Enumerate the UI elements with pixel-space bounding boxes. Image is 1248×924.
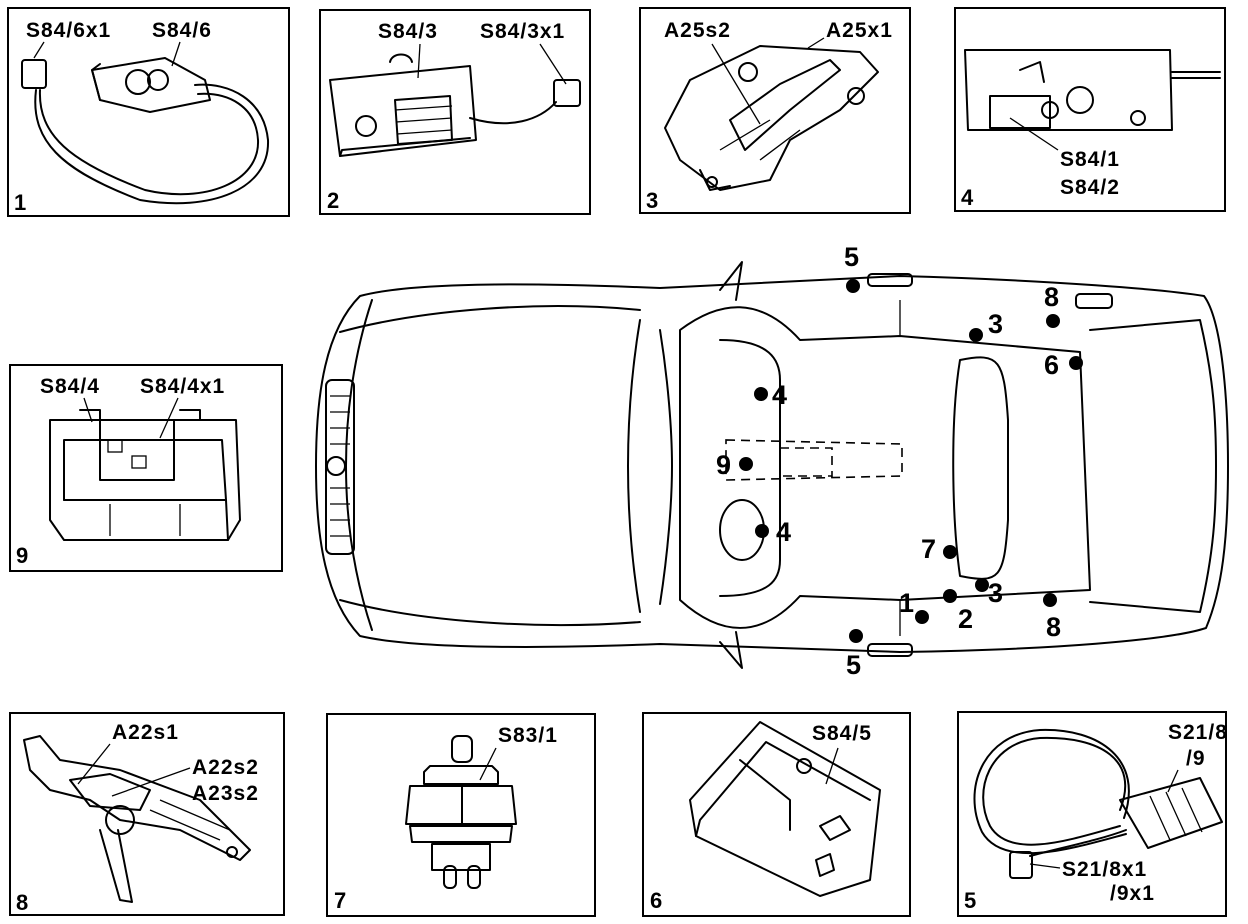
panel-5-frame bbox=[957, 711, 1227, 917]
label-s83-1: S83/1 bbox=[498, 724, 558, 747]
door-handle-right bbox=[867, 643, 913, 657]
car-body-outline bbox=[315, 275, 1229, 653]
panel-3: A25s2 A25x1 3 bbox=[639, 7, 911, 214]
location-dot-9 bbox=[739, 457, 753, 471]
location-dot-6 bbox=[1069, 356, 1083, 370]
door-handle-left bbox=[867, 273, 913, 287]
location-label-8-top: 8 bbox=[1044, 282, 1059, 312]
door-lock-mechanism-drawing bbox=[664, 37, 879, 191]
label-s84-2: S84/2 bbox=[1060, 176, 1120, 199]
location-label-8-bottom: 8 bbox=[1046, 612, 1061, 642]
label-s84-1: S84/1 bbox=[1060, 148, 1120, 171]
label-s84-5: S84/5 bbox=[812, 722, 872, 745]
label-a22s1: A22s1 bbox=[112, 721, 179, 744]
pressure-switch-drawing bbox=[405, 735, 517, 889]
panel-1: S84/6x1 S84/6 1 bbox=[7, 7, 290, 217]
car-top-view: 5 8 3 6 4 9 4 7 3 1 2 8 5 bbox=[315, 242, 1229, 680]
label-s84-4x1: S84/4x1 bbox=[140, 375, 225, 398]
panel-4-number: 4 bbox=[961, 185, 974, 210]
location-dot-8-top bbox=[1046, 314, 1060, 328]
panel-9: S84/4 S84/4x1 9 bbox=[9, 364, 283, 572]
label-s84-3: S84/3 bbox=[378, 20, 438, 43]
door-handle-switch-drawing bbox=[973, 728, 1223, 879]
panel-6-number: 6 bbox=[650, 888, 662, 913]
seat-outline-dashed bbox=[725, 439, 903, 481]
seat-switch-drawing bbox=[49, 397, 241, 541]
label-s21-8x1: S21/8x1 bbox=[1062, 858, 1147, 881]
panel-9-number: 9 bbox=[16, 543, 28, 568]
trunk-lid-switch-drawing bbox=[689, 721, 881, 897]
label-a25s2: A25s2 bbox=[664, 19, 731, 42]
panel-5: S21/8 /9 S21/8x1 /9x1 5 bbox=[957, 711, 1228, 917]
location-dot-2 bbox=[943, 589, 957, 603]
location-dot-4-bottom bbox=[755, 524, 769, 538]
location-dot-3-bottom bbox=[975, 578, 989, 592]
panel-6: S84/5 6 bbox=[642, 712, 911, 917]
panel-3-frame bbox=[639, 7, 911, 214]
rear-lock-assembly-drawing bbox=[23, 735, 251, 903]
location-label-4-top: 4 bbox=[772, 380, 787, 410]
panel-8-frame bbox=[9, 712, 285, 916]
panel-1-number: 1 bbox=[14, 190, 26, 215]
label-a22s2: A22s2 bbox=[192, 756, 259, 779]
location-label-1: 1 bbox=[899, 588, 914, 618]
star-emblem-icon bbox=[326, 456, 346, 476]
location-label-3-top: 3 bbox=[988, 309, 1003, 339]
location-label-2: 2 bbox=[958, 604, 973, 634]
label-9: /9 bbox=[1186, 747, 1206, 770]
label-s84-6x1: S84/6x1 bbox=[26, 19, 111, 42]
panel-7: S83/1 7 bbox=[326, 713, 596, 917]
location-dot-7 bbox=[943, 545, 957, 559]
location-label-9: 9 bbox=[716, 450, 731, 480]
location-dot-1 bbox=[915, 610, 929, 624]
panel-4: S84/1 S84/2 4 bbox=[954, 7, 1226, 212]
location-dot-4-top bbox=[754, 387, 768, 401]
label-a25x1: A25x1 bbox=[826, 19, 893, 42]
location-label-7: 7 bbox=[921, 534, 936, 564]
label-s84-3x1: S84/3x1 bbox=[480, 20, 565, 43]
label-9x1: /9x1 bbox=[1110, 882, 1155, 905]
label-a23s2: A23s2 bbox=[192, 782, 259, 805]
panel-7-number: 7 bbox=[334, 888, 346, 913]
panel-5-number: 5 bbox=[964, 888, 976, 913]
lock-switch-drawing bbox=[329, 43, 581, 157]
panel-3-number: 3 bbox=[646, 188, 658, 213]
location-label-4-bottom: 4 bbox=[776, 517, 791, 547]
location-dot-5-bottom bbox=[849, 629, 863, 643]
mirror-right bbox=[719, 631, 743, 669]
mirror-left bbox=[719, 261, 743, 301]
location-label-5-bottom: 5 bbox=[846, 650, 861, 680]
location-dot-3-top bbox=[969, 328, 983, 342]
location-label-5-top: 5 bbox=[844, 242, 859, 272]
location-label-6: 6 bbox=[1044, 350, 1059, 380]
panel-2: S84/3 S84/3x1 2 bbox=[319, 9, 591, 215]
label-s21-8: S21/8 bbox=[1168, 721, 1228, 744]
door-contact-switch-drawing bbox=[21, 41, 270, 205]
panel-8: A22s1 A22s2 A23s2 8 bbox=[9, 712, 285, 916]
latch-switch-drawing bbox=[964, 49, 1221, 151]
label-s84-4: S84/4 bbox=[40, 375, 100, 398]
location-dot-8-bottom bbox=[1043, 593, 1057, 607]
panel-8-number: 8 bbox=[16, 890, 28, 915]
front-grille bbox=[325, 379, 355, 555]
location-label-3-bottom: 3 bbox=[988, 578, 1003, 608]
location-dot-5-top bbox=[846, 279, 860, 293]
panel-2-number: 2 bbox=[327, 188, 339, 213]
label-s84-6: S84/6 bbox=[152, 19, 212, 42]
